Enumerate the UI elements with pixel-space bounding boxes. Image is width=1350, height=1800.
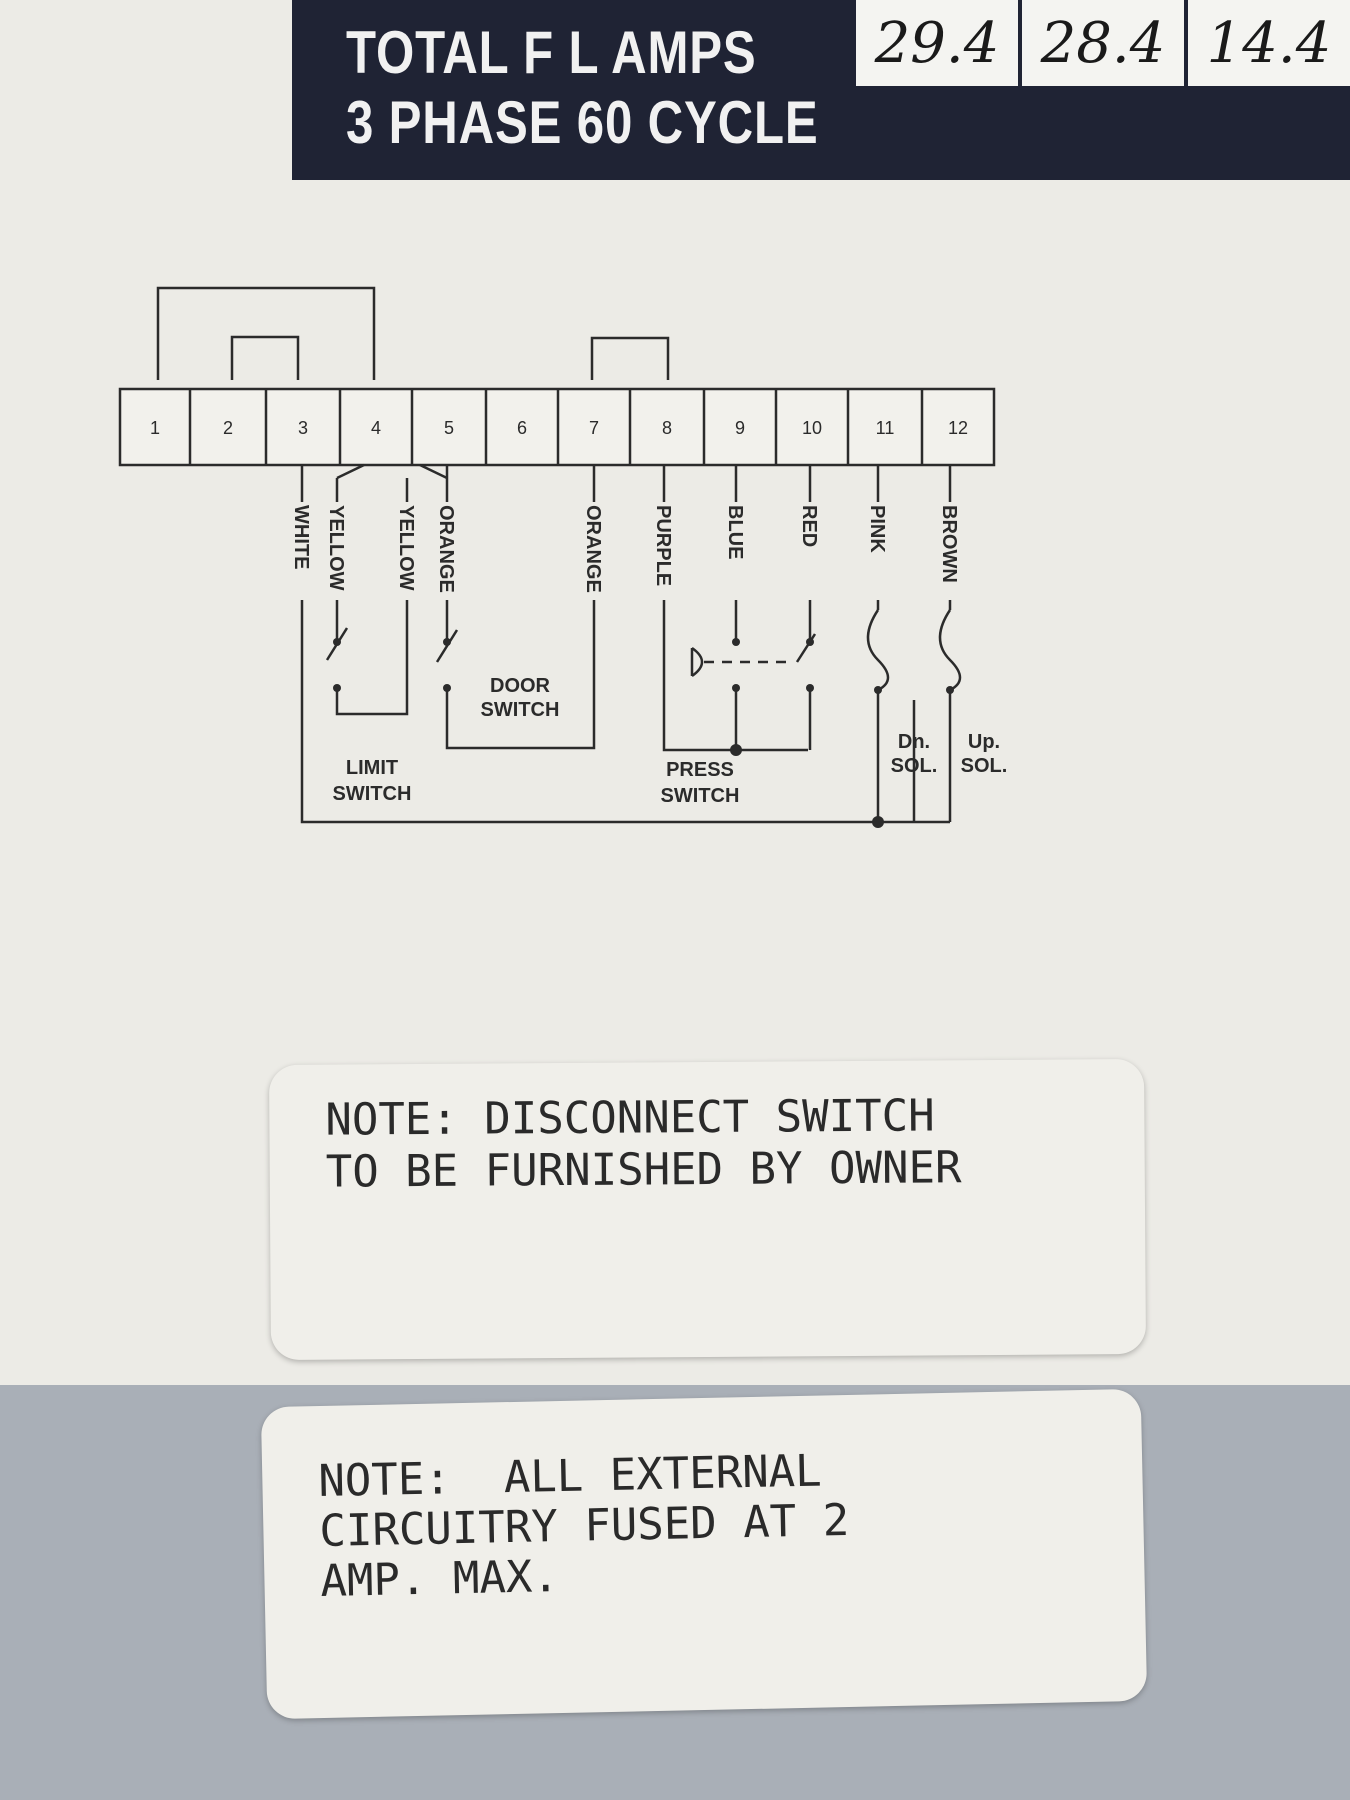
dn-sol-label-1: Dn. bbox=[898, 731, 930, 753]
wire-jog bbox=[336, 463, 365, 480]
wire-label: BROWN bbox=[938, 505, 960, 583]
press-switch-label-2: SWITCH bbox=[661, 785, 740, 807]
note-line: CIRCUITRY FUSED AT 2 bbox=[318, 1494, 850, 1558]
note-line: NOTE: DISCONNECT SWITCH bbox=[325, 1090, 935, 1146]
terminal-number: 10 bbox=[802, 418, 822, 438]
terminal-number: 8 bbox=[662, 418, 672, 438]
jumper-7-8 bbox=[590, 336, 670, 380]
wire-label: BLUE bbox=[724, 505, 746, 559]
wire-label: WHITE bbox=[290, 505, 312, 569]
wire-jog bbox=[419, 463, 448, 480]
up-sol-label-2: SOL. bbox=[961, 755, 1008, 777]
note-line: TO BE FURNISHED BY OWNER bbox=[325, 1142, 962, 1198]
press-switch-blade bbox=[795, 633, 817, 663]
door-switch-loop bbox=[445, 600, 596, 750]
nameplate-amps-label: TOTAL F L AMPS bbox=[346, 19, 757, 86]
terminal-number: 7 bbox=[589, 418, 599, 438]
amp-value: 14.4 bbox=[1206, 10, 1332, 76]
common-return bbox=[300, 592, 950, 824]
up-solenoid-coil bbox=[938, 609, 962, 692]
amp-value: 28.4 bbox=[1022, 0, 1188, 86]
terminal-number: 5 bbox=[444, 418, 454, 438]
jumper-1-4 bbox=[156, 286, 376, 380]
dn-solenoid-coil bbox=[866, 609, 890, 692]
wire-label: ORANGE bbox=[435, 505, 457, 593]
terminal-number: 4 bbox=[371, 418, 381, 438]
terminal-number: 12 bbox=[948, 418, 968, 438]
terminal-number: 11 bbox=[876, 418, 895, 438]
fuse-note: NOTE: ALL EXTERNAL CIRCUITRY FUSED AT 2 … bbox=[260, 1388, 1148, 1720]
up-sol-label-1: Up. bbox=[968, 731, 1000, 753]
wire-label: ORANGE bbox=[582, 505, 604, 593]
nameplate: TOTAL F L AMPS 3 PHASE 60 CYCLE bbox=[292, 0, 1350, 180]
amp-value: 29.4 bbox=[856, 0, 1022, 86]
wire-label: YELLOW bbox=[395, 505, 417, 591]
limit-switch-label-1: LIMIT bbox=[346, 757, 398, 779]
terminal-number: 9 bbox=[735, 418, 745, 438]
dn-sol-label-2: SOL. bbox=[891, 755, 938, 777]
press-switch-loop bbox=[662, 592, 808, 752]
wire-label: YELLOW bbox=[325, 505, 347, 591]
press-switch-label-1: PRESS bbox=[666, 759, 734, 781]
terminal-number: 1 bbox=[150, 418, 160, 438]
terminal-number: 3 bbox=[298, 418, 308, 438]
door-switch-label-1: DOOR bbox=[490, 675, 551, 697]
press-switch-actuator bbox=[690, 646, 704, 678]
door-switch-label-2: SWITCH bbox=[481, 699, 560, 721]
wire-label: RED bbox=[798, 505, 820, 547]
disconnect-switch-note: NOTE: DISCONNECT SWITCH TO BE FURNISHED … bbox=[268, 1058, 1147, 1361]
wire-label: PURPLE bbox=[652, 505, 674, 586]
terminal-number: 2 bbox=[223, 418, 233, 438]
amp-values: 29.4 28.4 14.4 bbox=[856, 0, 1350, 86]
terminal-number: 6 bbox=[517, 418, 527, 438]
limit-switch-label-2: SWITCH bbox=[333, 783, 412, 805]
limit-switch-loop bbox=[335, 592, 409, 716]
note-line: AMP. MAX. bbox=[319, 1551, 560, 1608]
wire-label: PINK bbox=[866, 505, 888, 553]
nameplate-phase-label: 3 PHASE 60 CYCLE bbox=[346, 89, 819, 156]
jumper-2-3 bbox=[230, 335, 300, 380]
